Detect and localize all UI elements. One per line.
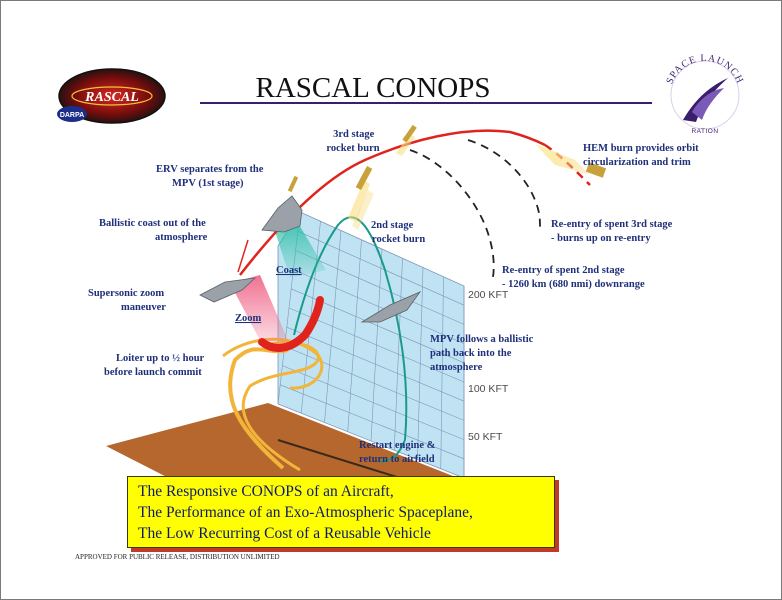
grid-line-horizontal — [293, 269, 465, 344]
space-launch-logo: SPACE LAUNCH RATION — [665, 53, 745, 135]
label-restart-engine: Restart engine & return to airfield — [359, 440, 438, 465]
space-launch-sub-text: RATION — [691, 128, 718, 135]
label-loiter: Loiter up to ½ hour before launch commit — [104, 353, 207, 378]
label-zoom: Zoom — [235, 313, 262, 324]
label-reentry-third-stage: Re-entry of spent 3rd stage - burns up o… — [551, 219, 675, 244]
loiter-loop-path — [222, 337, 324, 390]
erv-rocket — [287, 175, 299, 193]
mpv-return-aircraft — [360, 291, 422, 323]
label-reentry-second-stage: Re-entry of spent 2nd stage - 1260 km (6… — [502, 265, 645, 290]
summary-line-1: The Responsive CONOPS of an Aircraft, — [138, 483, 394, 500]
grid-line-horizontal — [295, 250, 465, 325]
page-title: RASCAL CONOPS — [255, 72, 490, 104]
zoom-maneuver-path — [258, 296, 324, 352]
mpv-coast-aircraft — [261, 195, 303, 233]
grid-line-horizontal — [280, 384, 465, 460]
takeoff-climb-path — [228, 347, 289, 470]
coast-arrow — [237, 239, 249, 273]
coast-beam — [272, 218, 326, 278]
hem-burn-plume — [535, 144, 590, 175]
label-supersonic-zoom: Supersonic zoom maneuver — [88, 288, 167, 313]
landing-path — [379, 439, 406, 463]
altitude-label-200kft: 200 KFT — [468, 289, 509, 301]
altitude-label-50kft: 50 KFT — [468, 431, 503, 443]
mpv-zoom-aircraft — [199, 277, 257, 303]
release-footer: APPROVED FOR PUBLIC RELEASE, DISTRIBUTIO… — [75, 553, 280, 561]
reentry-2nd-stage-path — [409, 149, 495, 283]
label-ballistic-coast: Ballistic coast out of the atmosphere — [99, 218, 208, 243]
label-mpv-follows: MPV follows a ballistic path back into t… — [430, 334, 536, 373]
second-stage-plume — [348, 180, 370, 222]
altitude-grid — [277, 211, 465, 479]
label-erv-separates: ERV separates from the MPV (1st stage) — [156, 164, 266, 189]
hem-upper-stage — [585, 162, 607, 178]
grid-line-horizontal — [286, 326, 465, 402]
label-third-stage: 3rd stage rocket burn — [326, 129, 379, 154]
darpa-badge — [57, 106, 87, 122]
grid-line-horizontal — [288, 307, 465, 383]
grid-line-horizontal — [284, 346, 465, 421]
rascal-logo: RASCAL DARPA — [57, 68, 166, 124]
third-stage-plume — [396, 134, 415, 156]
darpa-badge-text: DARPA — [60, 112, 84, 119]
label-hem-burn: HEM burn provides orbit circularization … — [583, 143, 701, 168]
label-coast: Coast — [276, 265, 302, 276]
label-second-stage: 2nd stage rocket burn — [371, 220, 425, 245]
rascal-logo-text: RASCAL — [84, 90, 139, 105]
zoom-beam — [230, 275, 290, 350]
third-stage-rocket — [402, 124, 417, 143]
second-stage-rocket — [355, 165, 373, 191]
summary-box: The Responsive CONOPS of an Aircraft, Th… — [127, 476, 555, 548]
runway — [277, 439, 401, 479]
summary-line-2: The Performance of an Exo-Atmospheric Sp… — [138, 504, 473, 521]
altitude-label-100kft: 100 KFT — [468, 383, 509, 395]
reentry-3rd-stage-path — [467, 139, 541, 229]
summary-line-3: The Low Recurring Cost of a Reusable Veh… — [138, 525, 431, 542]
grid-line-horizontal — [282, 365, 465, 440]
